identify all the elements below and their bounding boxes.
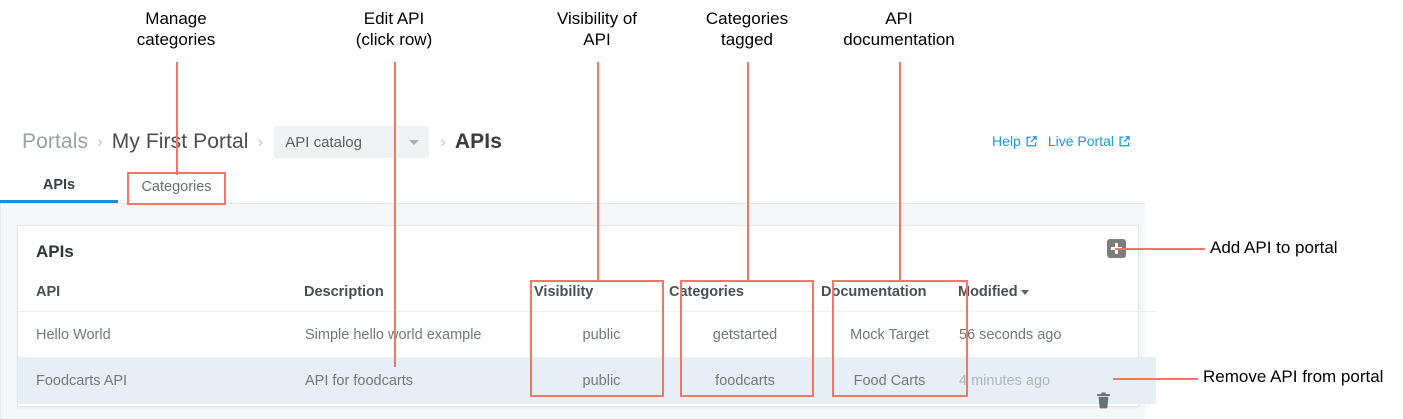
annotation-label-edit-api: Edit API (click row): [355, 9, 433, 49]
column-header-visibility[interactable]: Visibility: [534, 284, 669, 312]
content-area: APIs API Description Visibility Categori…: [0, 204, 1156, 419]
annotation-line-manage-categories: [176, 62, 178, 175]
breadcrumb-separator: ›: [440, 132, 446, 151]
annotation-line-add-api: [1115, 248, 1205, 250]
cell-description: Simple hello world example: [304, 311, 534, 358]
cell-api: Hello World: [18, 311, 304, 358]
cell-modified: 56 seconds ago: [958, 311, 1156, 358]
cell-modified: 4 minutes ago: [958, 357, 1156, 404]
cell-categories: foodcarts: [669, 357, 821, 404]
tab-apis-label: APIs: [42, 177, 76, 193]
annotation-line-categories: [747, 62, 749, 281]
breadcrumb-separator: ›: [97, 132, 103, 151]
header-links: Help Live Portal: [992, 133, 1131, 149]
annotation-label-add-api-to-portal: Add API to portal: [1210, 238, 1338, 257]
external-link-icon: [1118, 135, 1131, 148]
cell-categories: getstarted: [669, 311, 821, 358]
tab-categories-label: Categories: [141, 178, 212, 195]
tab-bar: APIs Categories: [0, 170, 1145, 204]
annotation-line-remove-api: [1113, 378, 1198, 380]
annotation-line-documentation: [899, 62, 901, 281]
annotation-label-api-documentation: API documentation: [843, 9, 955, 49]
annotation-label-remove-api-from-portal: Remove API from portal: [1203, 367, 1384, 386]
card-title: APIs: [36, 242, 74, 261]
cell-documentation: Mock Target: [821, 311, 958, 358]
breadcrumb-item-apis: APIs: [454, 130, 503, 153]
table-row[interactable]: Foodcarts API API for foodcarts public f…: [18, 357, 1156, 404]
breadcrumb-item-my-first-portal[interactable]: My First Portal: [111, 130, 249, 153]
cell-visibility: public: [534, 311, 669, 358]
table-row[interactable]: Hello World Simple hello world example p…: [18, 311, 1156, 358]
annotation-label-visibility-of-api: Visibility of API: [557, 9, 637, 49]
column-header-description[interactable]: Description: [304, 284, 534, 312]
column-header-modified[interactable]: Modified: [958, 284, 1156, 312]
annotation-line-edit-api: [394, 62, 396, 367]
cell-visibility: public: [534, 357, 669, 404]
apis-card: APIs API Description Visibility Categori…: [17, 225, 1156, 409]
cell-api: Foodcarts API: [18, 357, 304, 404]
chevron-down-icon: [409, 139, 420, 145]
api-catalog-dropdown-value: API catalog: [285, 133, 362, 151]
column-header-api[interactable]: API: [18, 284, 304, 312]
api-catalog-dropdown[interactable]: API catalog: [274, 126, 430, 158]
external-link-icon: [1025, 135, 1038, 148]
cell-description: API for foodcarts: [304, 357, 534, 404]
app-surface: Portals › My First Portal › API catalog …: [0, 126, 1156, 419]
column-header-modified-label: Modified: [958, 284, 1018, 300]
live-portal-link-label: Live Portal: [1047, 133, 1114, 149]
caret-down-icon: [1020, 289, 1029, 295]
breadcrumb: Portals › My First Portal › API catalog …: [22, 126, 502, 158]
live-portal-link[interactable]: Live Portal: [1048, 133, 1131, 149]
table-header-row: API Description Visibility Categories Do…: [18, 284, 1156, 312]
column-header-categories[interactable]: Categories: [669, 284, 821, 312]
tab-apis[interactable]: APIs: [0, 170, 118, 203]
annotation-line-visibility: [597, 62, 599, 281]
help-link[interactable]: Help: [992, 133, 1038, 149]
help-link-label: Help: [992, 133, 1021, 149]
annotation-label-categories-tagged: Categories tagged: [705, 9, 789, 49]
tab-categories[interactable]: Categories: [128, 170, 225, 203]
breadcrumb-item-portals[interactable]: Portals: [22, 130, 89, 153]
cell-documentation: Food Carts: [821, 357, 958, 404]
breadcrumb-separator: ›: [257, 132, 264, 151]
column-header-documentation[interactable]: Documentation: [821, 284, 958, 312]
remove-api-button[interactable]: [1096, 392, 1111, 409]
annotation-label-manage-categories: Manage categories: [136, 9, 216, 49]
apis-table: API Description Visibility Categories Do…: [18, 284, 1156, 404]
